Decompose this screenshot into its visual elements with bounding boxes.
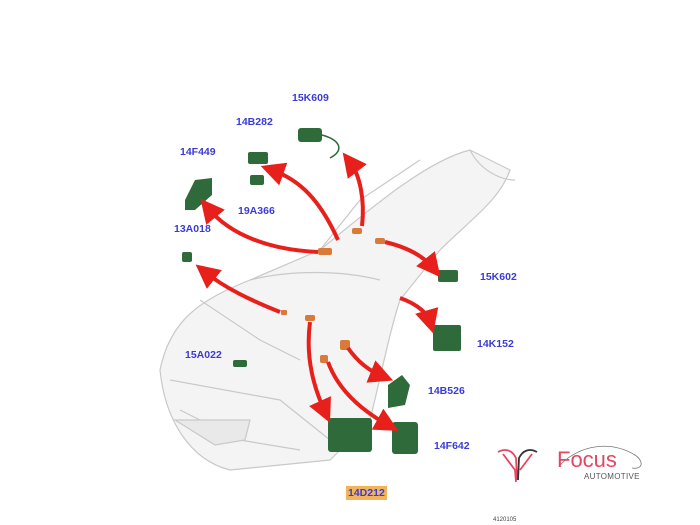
component-shapes [182,128,461,454]
part-label-14B526[interactable]: 14B526 [428,385,465,397]
pointer-arrows [195,152,441,431]
location-markers [281,228,385,363]
brand-subtitle: AUTOMOTIVE [584,472,640,481]
brand-name: Focus [557,447,617,472]
part-label-14B282[interactable]: 14B282 [236,116,273,128]
part-label-14F449[interactable]: 14F449 [180,146,216,158]
part-label-15K609[interactable]: 15K609 [292,92,329,104]
part-label-14F642[interactable]: 14F642 [434,440,470,452]
part-label-13A018[interactable]: 13A018 [174,223,211,235]
figure-code: 4120105 [493,517,517,523]
car-outline [159,149,516,471]
brand-logo-mark [497,445,642,483]
part-label-14K152[interactable]: 14K152 [477,338,514,350]
part-label-14D212-highlighted[interactable]: 14D212 [346,486,387,500]
part-label-15K602[interactable]: 15K602 [480,271,517,283]
part-label-15A022[interactable]: 15A022 [185,349,222,361]
part-label-19A366[interactable]: 19A366 [238,205,275,217]
